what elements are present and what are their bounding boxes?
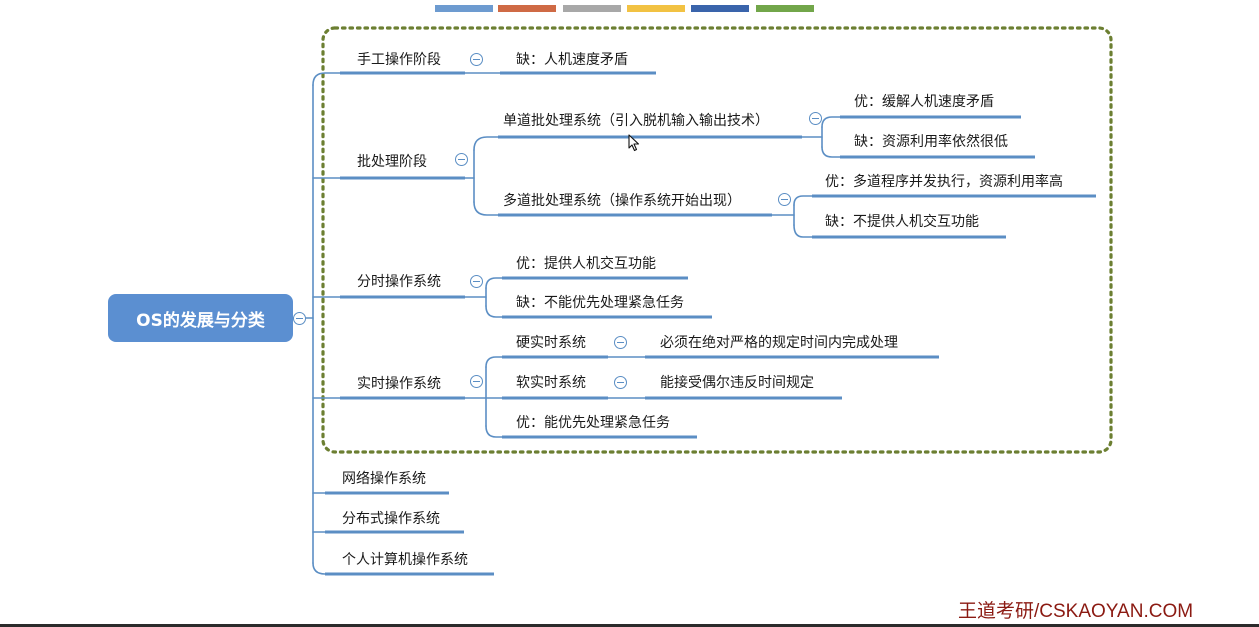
swatch [563, 5, 621, 12]
collapse-icon[interactable] [293, 312, 306, 325]
dotted-frame [321, 26, 1113, 454]
node-hard-realtime-desc[interactable]: 必须在绝对严格的规定时间内完成处理 [660, 335, 898, 351]
node-batch-stage[interactable]: 批处理阶段 [357, 154, 427, 170]
node-manual-stage[interactable]: 手工操作阶段 [357, 52, 441, 68]
node-realtime-pro[interactable]: 优：能优先处理紧急任务 [516, 415, 670, 431]
color-swatch-bar [0, 0, 1259, 14]
root-node[interactable]: OS的发展与分类 [108, 294, 293, 342]
node-single-batch-pro[interactable]: 优：缓解人机速度矛盾 [854, 94, 994, 110]
swatch [435, 5, 493, 12]
collapse-icon[interactable] [614, 336, 627, 349]
collapse-icon[interactable] [809, 112, 822, 125]
collapse-icon[interactable] [455, 153, 468, 166]
swatch [498, 5, 556, 12]
collapse-icon[interactable] [470, 275, 483, 288]
node-timeshare-pro[interactable]: 优：提供人机交互功能 [516, 256, 656, 272]
swatch [691, 5, 749, 12]
node-network-os[interactable]: 网络操作系统 [342, 471, 426, 487]
watermark-text: 王道考研/CSKAOYAN.COM [958, 601, 1194, 622]
node-distributed-os[interactable]: 分布式操作系统 [342, 511, 440, 527]
collapse-icon[interactable] [470, 375, 483, 388]
collapse-icon[interactable] [470, 53, 483, 66]
mouse-pointer-icon [628, 134, 640, 152]
node-single-batch-con[interactable]: 缺：资源利用率依然很低 [854, 134, 1008, 150]
node-multi-batch[interactable]: 多道批处理系统（操作系统开始出现） [503, 193, 741, 209]
node-manual-con[interactable]: 缺：人机速度矛盾 [516, 52, 628, 68]
collapse-icon[interactable] [614, 376, 627, 389]
node-timeshare-os[interactable]: 分时操作系统 [357, 274, 441, 290]
node-soft-realtime[interactable]: 软实时系统 [516, 375, 586, 391]
swatch [756, 5, 814, 12]
bottom-border [0, 624, 1259, 627]
swatch [627, 5, 685, 12]
collapse-icon[interactable] [778, 193, 791, 206]
node-personal-os[interactable]: 个人计算机操作系统 [342, 552, 468, 568]
node-soft-realtime-desc[interactable]: 能接受偶尔违反时间规定 [660, 375, 814, 391]
node-multi-batch-pro[interactable]: 优：多道程序并发执行，资源利用率高 [825, 174, 1063, 190]
node-hard-realtime[interactable]: 硬实时系统 [516, 335, 586, 351]
node-realtime-os[interactable]: 实时操作系统 [357, 376, 441, 392]
node-multi-batch-con[interactable]: 缺：不提供人机交互功能 [825, 214, 979, 230]
node-single-batch[interactable]: 单道批处理系统（引入脱机输入输出技术） [503, 113, 769, 129]
node-timeshare-con[interactable]: 缺：不能优先处理紧急任务 [516, 295, 684, 311]
